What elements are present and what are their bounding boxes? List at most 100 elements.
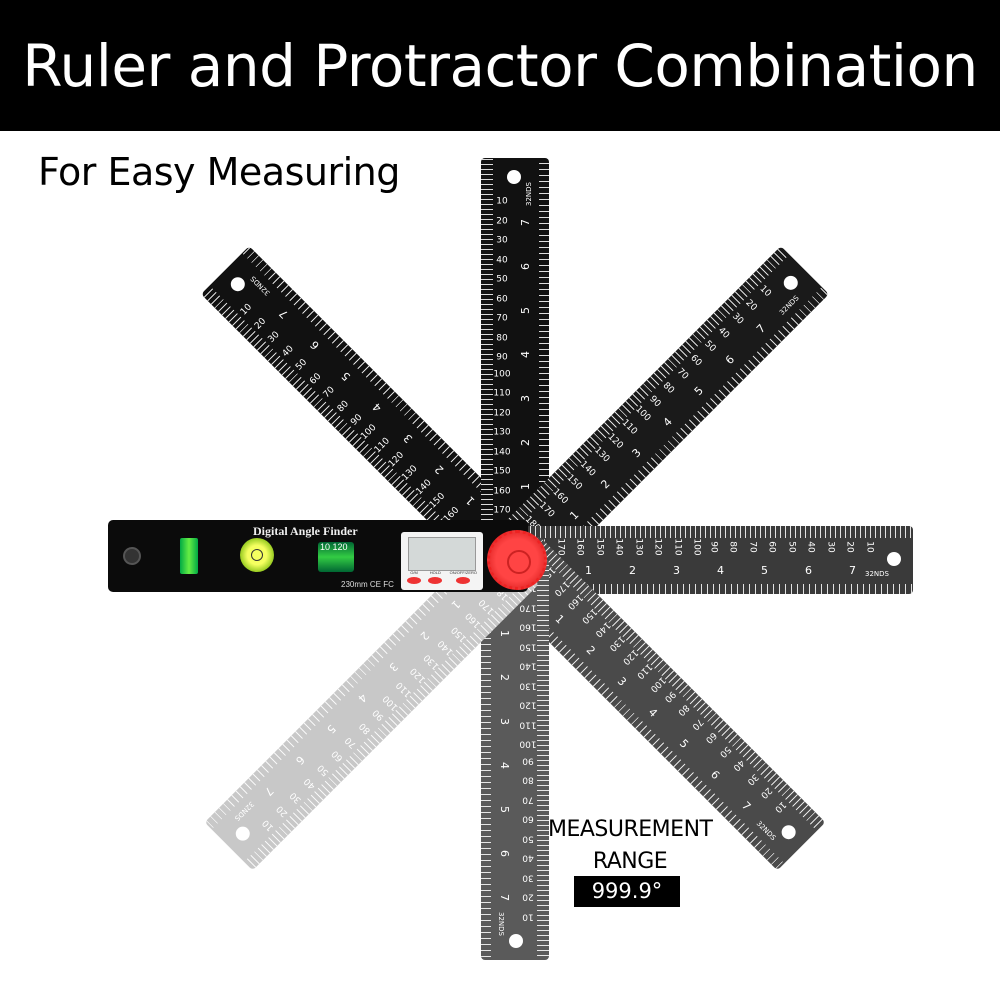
inch-label: 5 <box>676 736 692 751</box>
mm-label: 110 <box>519 719 537 730</box>
mm-label: 30 <box>288 789 304 805</box>
mm-label: 90 <box>646 394 663 410</box>
inch-label: 2 <box>583 643 598 658</box>
inch-label: 7 <box>849 564 856 577</box>
device-label: Digital Angle Finder <box>253 524 358 538</box>
inch-label: 1 <box>463 493 478 508</box>
inch-label: 2 <box>498 674 511 681</box>
mm-label: 20 <box>844 541 855 553</box>
inch-label: 5 <box>338 369 354 384</box>
mm-label: 170 <box>519 602 537 613</box>
mm-label: 70 <box>674 366 690 383</box>
mm-label: 150 <box>594 538 605 556</box>
mm-label: 120 <box>519 699 537 710</box>
inch-label: 1 <box>498 630 511 637</box>
mm-label: 90 <box>496 352 508 363</box>
mm-label: 70 <box>496 313 508 324</box>
angle-finder-body: Digital Angle Finder 10 120 230mm CE FC … <box>108 520 528 592</box>
inch-label: 6 <box>805 564 812 577</box>
size-label: 230mm CE FC <box>341 580 394 589</box>
mm-label: 120 <box>605 431 625 452</box>
mm-label: 40 <box>715 325 731 341</box>
mm-label: 30 <box>266 330 283 346</box>
inch-label: 1 <box>567 508 582 523</box>
unit-label: 32NDS <box>497 912 505 936</box>
mm-label: 40 <box>496 255 508 266</box>
mm-label: 100 <box>493 369 511 380</box>
mm-label: 20 <box>743 298 759 314</box>
ruler-hole <box>887 552 901 566</box>
inch-label: 2 <box>417 628 432 643</box>
subtitle: For Easy Measuring <box>38 150 400 194</box>
mm-label: 80 <box>496 333 508 344</box>
mm-label: 140 <box>493 447 511 458</box>
mm-label: 40 <box>805 541 816 553</box>
mm-label: 80 <box>357 720 373 736</box>
ruler-hole <box>780 272 801 293</box>
mm-label: 80 <box>660 380 676 396</box>
unit-label: 32NDS <box>865 570 889 578</box>
mm-label: 50 <box>522 833 534 844</box>
page-title: Ruler and Protractor Combination <box>22 31 978 100</box>
lcd-display: O/M HOLD ON/OFF/ZERO <box>401 532 483 590</box>
mm-label: 30 <box>729 311 745 328</box>
mm-label: 10 <box>239 302 255 318</box>
mm-label: 130 <box>519 680 537 691</box>
mm-label: 160 <box>519 621 537 632</box>
mm-label: 20 <box>496 216 508 227</box>
inch-label: 2 <box>629 564 636 577</box>
mm-label: 150 <box>519 641 537 652</box>
mode-button[interactable]: O/M <box>407 570 421 584</box>
mm-label: 50 <box>716 743 733 759</box>
inch-label: 5 <box>691 383 706 399</box>
inch-label: 4 <box>519 351 532 358</box>
inch-label: 4 <box>370 400 385 415</box>
inch-label: 7 <box>739 799 754 814</box>
mm-label: 50 <box>786 541 797 553</box>
mm-label: 30 <box>496 235 508 246</box>
mm-label: 110 <box>493 388 511 399</box>
hold-button[interactable]: HOLD <box>428 570 443 584</box>
mm-label: 20 <box>522 891 534 902</box>
mm-label: 30 <box>522 872 534 883</box>
lcd-screen <box>408 537 476 571</box>
inch-label: 4 <box>355 690 370 705</box>
mm-label: 100 <box>633 404 653 424</box>
hang-hole <box>123 547 141 565</box>
inch-label: 6 <box>708 767 723 783</box>
mm-label: 80 <box>675 702 691 718</box>
title-banner: Ruler and Protractor Combination <box>0 0 1000 131</box>
mm-label: 140 <box>613 538 624 556</box>
inch-label: 3 <box>498 718 511 725</box>
mm-label: 10 <box>261 817 277 833</box>
mm-label: 160 <box>550 487 570 507</box>
mm-label: 50 <box>294 357 310 373</box>
mm-label: 90 <box>661 688 677 704</box>
mm-label: 60 <box>496 294 508 305</box>
mm-label: 170 <box>536 500 556 521</box>
mm-label: 20 <box>274 803 291 819</box>
inch-label: 4 <box>645 705 660 720</box>
mm-label: 160 <box>493 486 511 497</box>
vial-marks: 10 120 <box>320 542 348 552</box>
mm-label: 130 <box>591 445 611 465</box>
mm-label: 10 <box>757 284 773 300</box>
inch-label: 7 <box>498 894 511 901</box>
power-zero-button[interactable]: ON/OFF/ZERO <box>450 570 477 584</box>
inch-label: 1 <box>519 483 532 490</box>
ruler-hole <box>232 823 253 844</box>
mm-label: 90 <box>349 412 365 429</box>
inch-label: 2 <box>519 439 532 446</box>
mm-label: 70 <box>343 734 360 750</box>
mm-label: 140 <box>519 660 537 671</box>
inch-label: 1 <box>585 564 592 577</box>
mm-label: 10 <box>772 798 788 814</box>
mm-label: 120 <box>652 538 663 556</box>
mm-label: 60 <box>522 813 534 824</box>
mm-label: 70 <box>689 715 705 732</box>
ruler-hole <box>507 170 521 184</box>
mm-label: 80 <box>335 399 351 415</box>
ruler-hole <box>778 822 799 843</box>
locking-knob[interactable] <box>487 530 547 590</box>
unit-label: 32NDS <box>525 182 533 206</box>
